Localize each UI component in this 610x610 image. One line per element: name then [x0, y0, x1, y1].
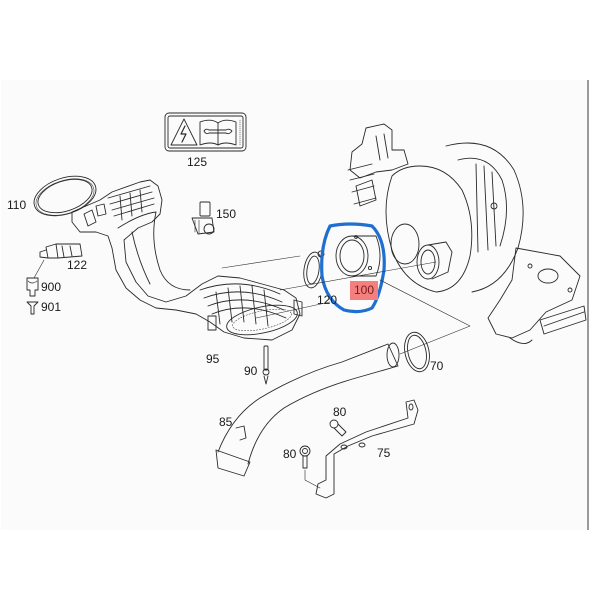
callout-90: 90	[244, 364, 258, 378]
diagram-panel	[1, 80, 589, 530]
callout-110: 110	[7, 198, 27, 212]
highlight-circle	[320, 222, 386, 314]
callout-95: 95	[206, 352, 220, 366]
air-duct-assembly	[71, 179, 303, 341]
callout-122: 122	[67, 258, 88, 272]
bolt-part-80-a	[329, 419, 347, 437]
pipe-part-85	[215, 342, 400, 477]
adapter-ring-part-100	[335, 235, 381, 277]
high-voltage-warning-icon	[170, 118, 198, 146]
sensor-part-150	[191, 201, 215, 235]
pin-part-90	[262, 345, 270, 385]
warning-label-part-125	[164, 112, 247, 152]
bolt-part-80-b	[299, 445, 321, 489]
callout-901: 901	[41, 300, 62, 314]
o-ring-part-70	[404, 331, 430, 373]
callout-85: 85	[219, 415, 233, 429]
callout-125: 125	[187, 155, 208, 169]
callout-150: 150	[216, 207, 237, 221]
service-manual-wrench-icon	[199, 119, 237, 146]
bracket-part-75	[315, 399, 419, 499]
callout-80-lower: 80	[283, 447, 297, 461]
leader-lines	[221, 255, 471, 355]
cap-part-900	[26, 277, 39, 297]
callout-900: 900	[41, 280, 62, 294]
sensor-part-122	[33, 243, 83, 279]
seal-ring-part-110	[33, 175, 97, 217]
callout-80-upper: 80	[333, 405, 347, 419]
turbocharger	[347, 123, 587, 344]
callout-100-highlighted: 100	[350, 281, 378, 300]
callout-70: 70	[430, 359, 444, 373]
callout-120: 120	[317, 293, 338, 307]
clip-part-901	[26, 301, 39, 315]
callout-75: 75	[377, 446, 391, 460]
